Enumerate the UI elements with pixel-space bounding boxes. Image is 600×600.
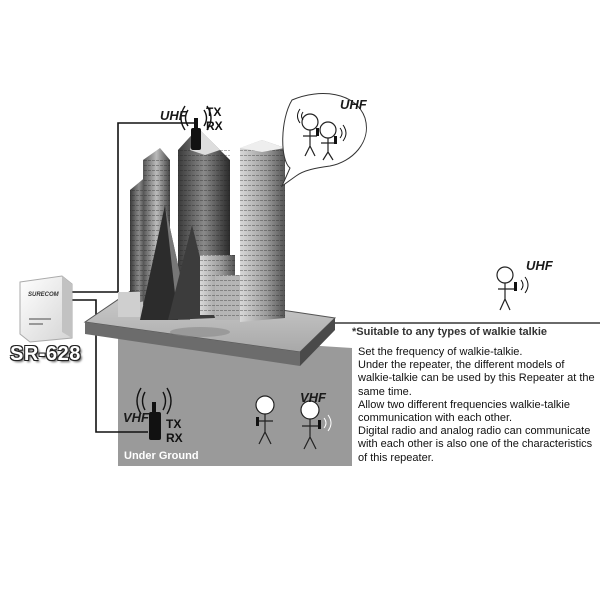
top-radio-band: UHF	[160, 108, 187, 123]
description-paragraph: Digital radio and analog radio can commu…	[358, 425, 593, 464]
description-paragraph: Under the repeater, the different models…	[358, 359, 595, 398]
uhf-group-bubble	[280, 93, 367, 188]
underground-area	[118, 333, 352, 466]
top-radio-tx: TX	[206, 105, 222, 119]
underground-label: Under Ground	[124, 450, 199, 462]
description-paragraph: Set the frequency of walkie-talkie.	[358, 346, 523, 358]
description-block: Set the frequency of walkie-talkie. Unde…	[358, 346, 598, 465]
uhf-user-right	[496, 266, 529, 311]
skyscrapers	[118, 128, 285, 322]
repeater-device	[19, 275, 73, 343]
top-radio-icon	[180, 105, 212, 150]
device-brand: SURECOM	[28, 292, 59, 298]
bubble-group-band: UHF	[340, 97, 367, 112]
underground-radio-rx: RX	[166, 431, 183, 445]
device-name: SR-628	[10, 343, 81, 365]
underground-radio-icon	[136, 387, 172, 440]
underground-radio-band: VHF	[123, 410, 149, 425]
underground-radio-tx: TX	[166, 417, 182, 431]
note-title: *Suitable to any types of walkie talkie	[352, 326, 548, 338]
right-user-band: UHF	[526, 258, 553, 273]
connection-lines	[72, 122, 195, 433]
top-radio-rx: RX	[206, 119, 223, 133]
description-paragraph: Allow two different frequencies walkie-t…	[358, 398, 570, 425]
vhf-users	[255, 395, 332, 450]
underground-group-band: VHF	[300, 390, 326, 405]
